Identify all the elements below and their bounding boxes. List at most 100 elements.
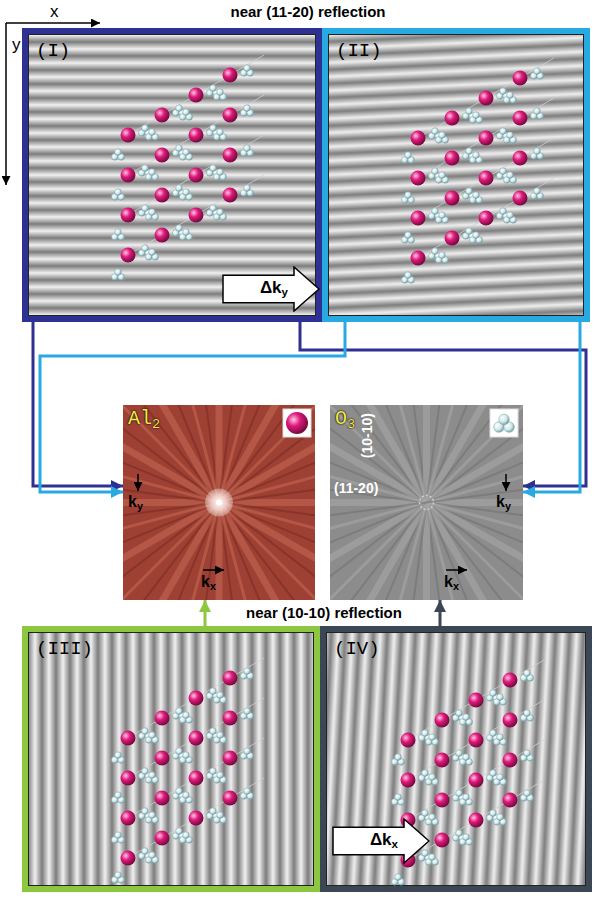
shift-arrow: Δky — [222, 266, 320, 312]
oxygen-atom — [183, 229, 190, 236]
aluminium-atom — [445, 231, 460, 246]
axis-arrow — [203, 569, 224, 571]
aluminium-atom — [435, 833, 450, 848]
aluminium-atom — [155, 711, 170, 726]
oxygen-atom — [115, 832, 122, 839]
oxygen-atom — [466, 108, 473, 115]
oxygen-atom — [507, 172, 514, 179]
oxygen-atom — [176, 145, 183, 152]
oxygen-atom — [534, 188, 541, 195]
oxygen-atom — [115, 269, 122, 276]
oxygen-atom — [142, 165, 149, 172]
oxygen-atom — [456, 830, 463, 837]
oxygen-atom — [142, 125, 149, 132]
aluminium-atom — [401, 733, 416, 748]
atom-model — [112, 658, 265, 883]
oxygen-atom — [422, 730, 429, 737]
aluminium-atom — [155, 108, 170, 123]
oxygen-atom — [429, 854, 436, 861]
oxygen-atom — [405, 152, 412, 159]
aluminium-atom — [121, 771, 136, 786]
aluminium-atom — [411, 211, 426, 226]
aluminium-atom — [513, 151, 528, 166]
atom-model — [112, 55, 265, 280]
aluminium-atom — [223, 68, 238, 83]
aluminium-atom — [189, 811, 204, 826]
oxygen-atom — [422, 850, 429, 857]
oxygen-atom — [507, 212, 514, 219]
oxygen-atom — [244, 668, 251, 675]
oxygen-atom — [149, 852, 156, 859]
oxygen-atom — [439, 252, 446, 259]
oxygen-atom — [244, 105, 251, 112]
oxygen-atom — [149, 169, 156, 176]
oxygen-atom — [210, 688, 217, 695]
oxygen-atom — [217, 732, 224, 739]
oxygen-atom — [115, 792, 122, 799]
axis-label: x — [50, 3, 59, 21]
fringe-image — [327, 633, 586, 886]
oxygen-atom — [499, 414, 510, 425]
axis-label: kx — [444, 574, 459, 593]
aluminium-atom — [189, 208, 204, 223]
text-subscript: y — [137, 500, 143, 512]
aluminium-atom — [189, 771, 204, 786]
oxygen-atom — [115, 149, 122, 156]
oxygen-atom — [210, 205, 217, 212]
oxygen-atom — [217, 812, 224, 819]
aluminium-atom — [121, 851, 136, 866]
aluminium-atom — [479, 91, 494, 106]
oxygen-atom — [507, 132, 514, 139]
oxygen-atom — [176, 225, 183, 232]
oxygen-atom — [466, 228, 473, 235]
reflection-label: (10-10) — [360, 413, 375, 458]
aluminium-atom — [121, 128, 136, 143]
oxygen-atom — [149, 129, 156, 136]
aluminium-atom — [513, 111, 528, 126]
oxygen-atom — [439, 132, 446, 139]
aluminium-atom — [121, 208, 136, 223]
oxygen-atom — [500, 128, 507, 135]
oxygen-atom — [405, 192, 412, 199]
oxygen-atom — [422, 770, 429, 777]
panel-number: (I) — [36, 42, 70, 62]
fringe-image — [29, 633, 314, 886]
atom-icon — [490, 409, 518, 437]
oxygen-atom — [142, 728, 149, 735]
oxygen-atom — [210, 165, 217, 172]
panel-box: (II) — [322, 28, 590, 322]
oxygen-atom — [500, 88, 507, 95]
axis-arrow — [446, 569, 467, 571]
oxygen-atom — [149, 249, 156, 256]
aluminium-atom — [469, 733, 484, 748]
connector-arrow — [40, 322, 345, 492]
axis-arrow — [505, 474, 507, 491]
oxygen-atom — [534, 148, 541, 155]
oxygen-atom — [142, 245, 149, 252]
oxygen-atom — [217, 129, 224, 136]
oxygen-atom — [395, 874, 402, 881]
aluminium-atom — [223, 108, 238, 123]
aluminium-atom — [189, 128, 204, 143]
oxygen-atom — [490, 730, 497, 737]
axis-label: ky — [128, 494, 143, 513]
element-label: O3 — [335, 408, 355, 432]
aluminium-atom — [189, 88, 204, 103]
oxygen-atom — [490, 810, 497, 817]
oxygen-atom — [176, 788, 183, 795]
aluminium-atom — [155, 831, 170, 846]
connector-arrow — [523, 322, 580, 492]
fringe-image — [29, 35, 316, 316]
oxygen-atom — [524, 710, 531, 717]
oxygen-atom — [473, 232, 480, 239]
oxygen-atom — [217, 692, 224, 699]
oxygen-atom — [507, 92, 514, 99]
oxygen-atom — [244, 145, 251, 152]
oxygen-atom — [466, 148, 473, 155]
aluminium-atom — [223, 671, 238, 686]
oxygen-atom — [183, 832, 190, 839]
connector-arrow — [439, 600, 442, 626]
aluminium-atom — [479, 171, 494, 186]
